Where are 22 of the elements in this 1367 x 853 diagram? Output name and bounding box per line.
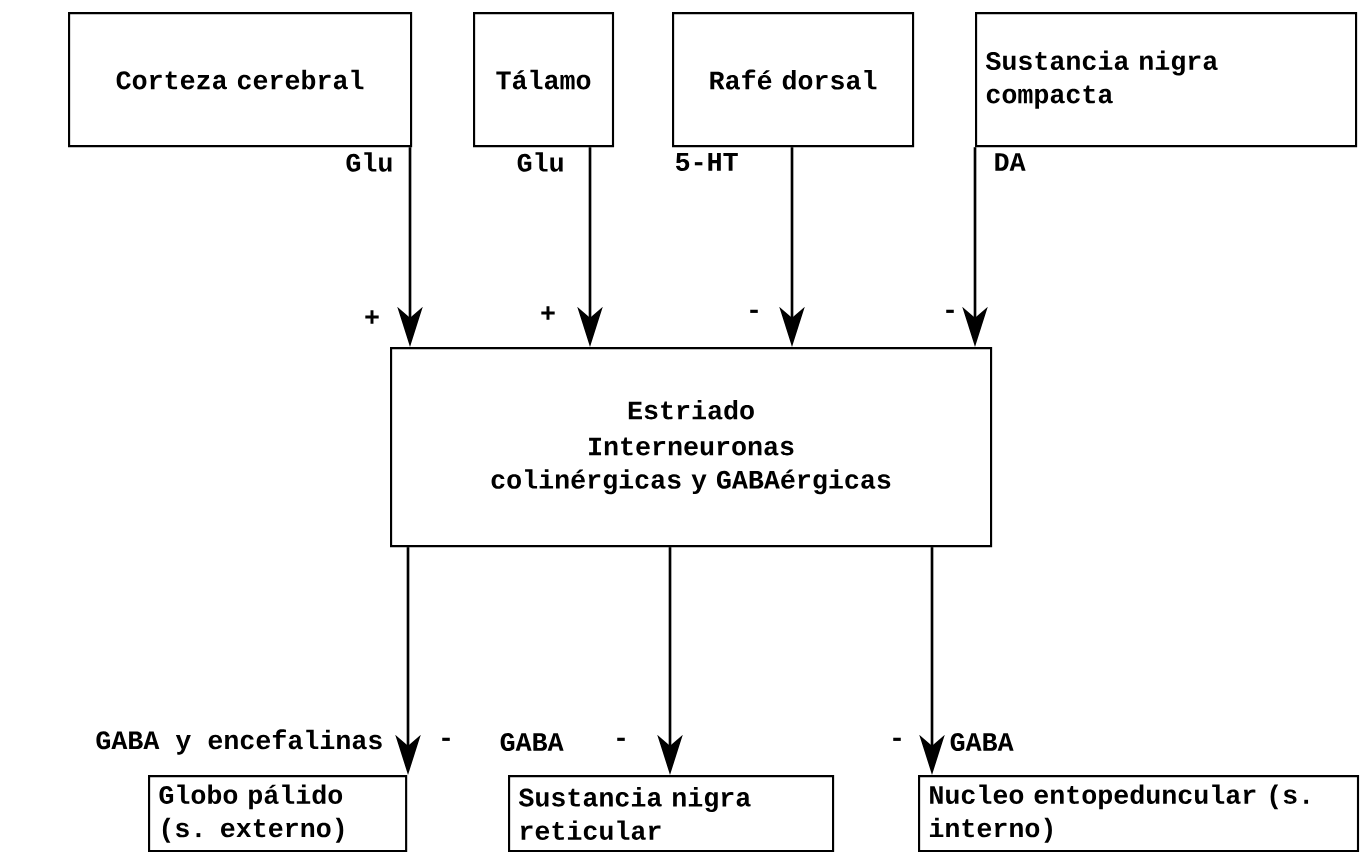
- region-box: Corteza cerebral: [68, 12, 413, 148]
- edge-label: GABA y encefalinas: [94, 728, 385, 756]
- sign-label: -: [442, 737, 450, 741]
- region-box: Tálamo: [473, 12, 615, 148]
- region-box: Sustancia nigra compacta: [975, 12, 1358, 148]
- sign-label: -: [893, 737, 901, 741]
- region-box: Estriado Interneuronas colinérgicas y GABAérgicas: [390, 347, 993, 548]
- sign-label: +: [541, 306, 555, 320]
- edge-label: GABA: [498, 731, 565, 753]
- sign-label: -: [946, 309, 954, 313]
- edge-label: Glu: [515, 150, 566, 174]
- sign-label: +: [365, 310, 379, 324]
- edge-label: Glu: [344, 150, 395, 174]
- region-box: Nucleo entopeduncular (s. interno): [918, 775, 1360, 853]
- edge-label: GABA: [948, 731, 1015, 753]
- sign-label: -: [750, 309, 758, 313]
- edge-label: DA: [992, 151, 1027, 173]
- edge-label: 5-HT: [673, 151, 740, 173]
- region-box: Globo pálido (s. externo): [148, 775, 408, 853]
- region-box: Sustancia nigra reticular: [508, 775, 835, 853]
- region-box: Rafé dorsal: [672, 12, 915, 148]
- sign-label: -: [617, 737, 625, 741]
